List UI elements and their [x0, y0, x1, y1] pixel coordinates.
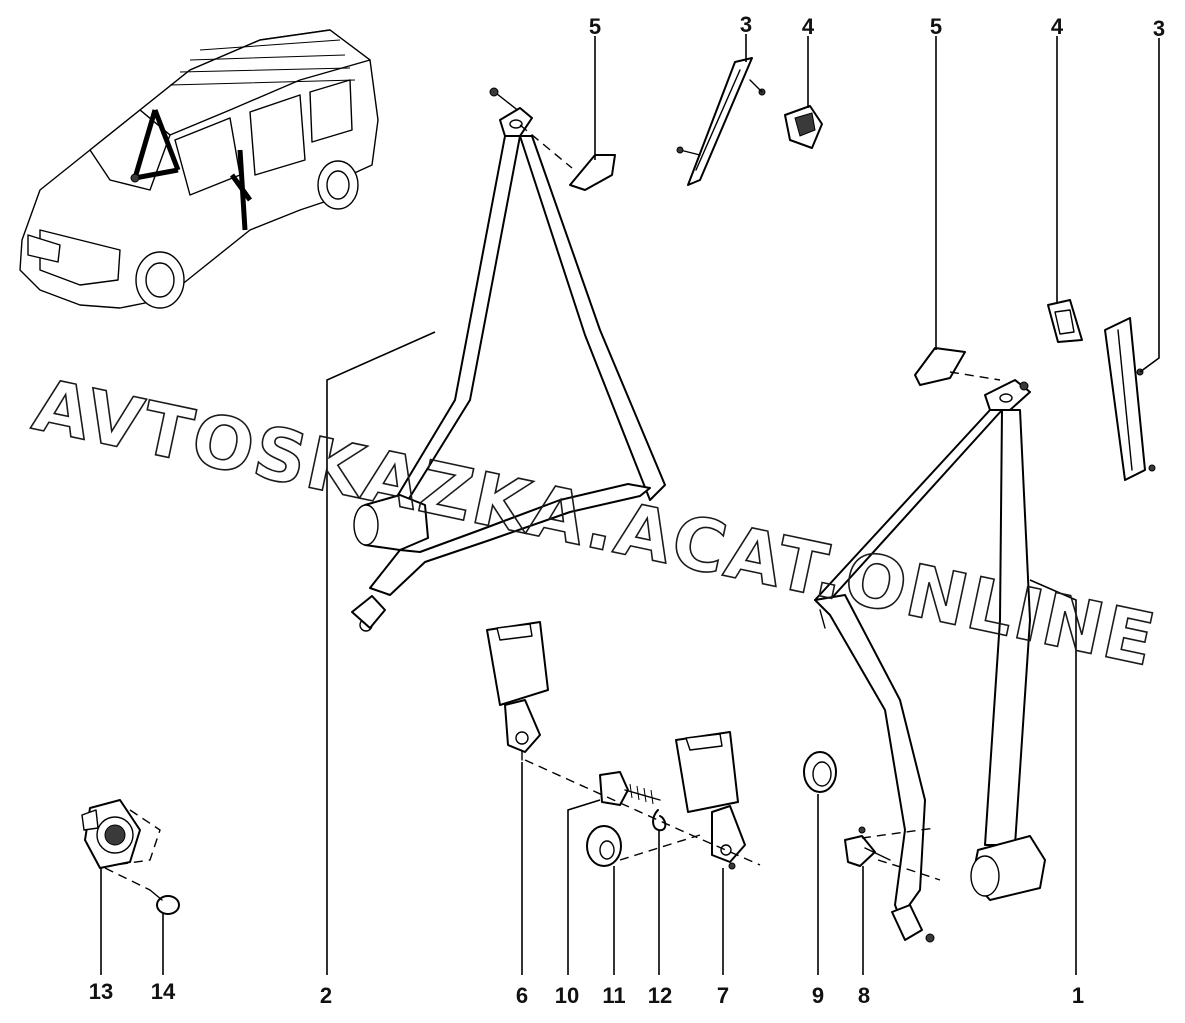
part-12-clip — [652, 809, 667, 832]
callout-4-left: 4 — [802, 14, 815, 39]
part-9-spacer — [803, 751, 837, 793]
callout-6: 6 — [516, 983, 528, 1008]
part-13-sensor — [81, 799, 141, 869]
part-14-fastener — [149, 889, 180, 915]
part-4-trim-cap-left — [784, 105, 823, 149]
callout-10: 10 — [555, 983, 579, 1008]
callout-9: 9 — [812, 983, 824, 1008]
part-3-height-adjuster-left — [676, 57, 766, 186]
part-6-buckle — [486, 621, 549, 761]
callout-12: 12 — [648, 983, 672, 1008]
part-11-washer — [586, 825, 622, 867]
part-3-height-adjuster-right — [1104, 317, 1156, 481]
callout-numbers: 1 2 3 3 4 4 5 5 6 7 8 9 10 11 12 13 14 — [89, 12, 1165, 1008]
callout-2: 2 — [320, 983, 332, 1008]
callout-13: 13 — [89, 979, 113, 1004]
assembly-dashed-lines — [104, 124, 1001, 891]
callout-3-right: 3 — [1153, 16, 1165, 41]
callout-1: 1 — [1072, 983, 1084, 1008]
part-10-bolt — [599, 771, 661, 806]
callout-11: 11 — [602, 983, 625, 1008]
callout-5-right: 5 — [930, 14, 942, 39]
part-5-guide-cover-left — [569, 154, 616, 191]
part-7-buckle — [675, 731, 746, 870]
part-5-guide-cover-right — [914, 347, 966, 386]
part-1-front-seat-belt — [814, 379, 1046, 943]
callout-leader-lines — [100, 34, 1160, 975]
callout-4-right: 4 — [1051, 14, 1064, 39]
part-4-trim-cap-right — [1047, 299, 1083, 343]
vehicle-thumbnail — [19, 29, 379, 309]
callout-8: 8 — [858, 983, 870, 1008]
callout-7: 7 — [717, 983, 729, 1008]
part-8-bolt — [844, 826, 891, 867]
callout-5-left: 5 — [589, 14, 601, 39]
callout-3-left: 3 — [740, 12, 752, 37]
callout-14: 14 — [151, 979, 176, 1004]
